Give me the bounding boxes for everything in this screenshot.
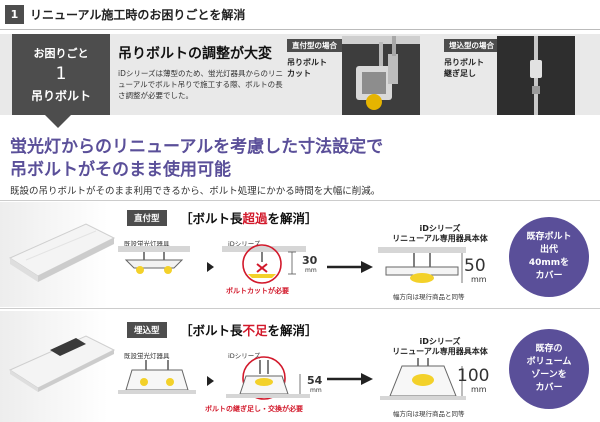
recessed-type-caption: 吊りボルト 継ぎ足し xyxy=(444,57,484,79)
recessed-small-dimension: 54 xyxy=(307,374,323,387)
direct-benefit-line1: 既存ボルト xyxy=(526,232,572,242)
direct-small-dimension: 30 xyxy=(302,254,318,267)
direct-id-line2: リニューアル専用器具本体 xyxy=(392,234,488,243)
direct-caption-line1: 吊りボルト xyxy=(287,58,327,67)
headline-subtext: 既設の吊りボルトがそのまま利用できるから、ボルト処理にかかる時間を大幅に削減。 xyxy=(10,186,381,197)
recessed-row-tag: 埋込型 xyxy=(127,322,167,338)
recessed-row-background xyxy=(0,311,600,422)
problem-description: iDシリーズは薄型のため、蛍光灯器具からのリニューアルでボルト吊りで施工する際、… xyxy=(118,69,283,100)
recessed-step-arrow xyxy=(207,376,214,386)
direct-id-line1: iDシリーズ xyxy=(419,224,461,233)
direct-fixture-image xyxy=(6,218,118,292)
direct-row-tag: 直付型 xyxy=(127,210,167,226)
recessed-benefit-line4: カバー xyxy=(535,383,563,393)
recessed-id-line1: iDシリーズ xyxy=(419,337,461,346)
direct-caption-line2: カット xyxy=(287,69,311,78)
direct-row-title: ［ボルト長超過を解消］ xyxy=(180,208,318,227)
recessed-id-diagram xyxy=(226,352,310,408)
direct-small-unit: mm xyxy=(305,267,317,274)
recessed-id-label: iDシリーズ xyxy=(228,352,261,360)
main-headline: 蛍光灯からのリニューアルを考慮した寸法設定で 吊ボルトがそのまま使用可能 xyxy=(10,136,383,182)
recessed-large-dimension: 100 xyxy=(457,366,490,386)
recessed-caption-line1: 吊りボルト xyxy=(444,58,484,67)
recessed-fixture-image xyxy=(6,330,118,404)
recessed-large-unit: mm xyxy=(471,385,487,394)
direct-type-caption: 吊りボルト カット xyxy=(287,57,327,79)
direct-result-arrow xyxy=(327,258,373,277)
problem-label-topic: 吊りボルト xyxy=(30,89,91,103)
recessed-benefit-line2: ボリューム xyxy=(526,357,572,367)
direct-benefit-line3: 40mmを xyxy=(528,258,570,268)
recessed-type-tag: 埋込型の場合 xyxy=(444,39,499,52)
direct-large-unit: mm xyxy=(471,275,487,284)
direct-title-pre: ［ボルト長 xyxy=(180,211,243,226)
bolt-extension-photo xyxy=(497,36,575,115)
direct-type-tag: 直付型の場合 xyxy=(287,39,342,52)
problem-pointer-arrow xyxy=(45,115,71,128)
problem-title: 吊りボルトの調整が大変 xyxy=(118,46,272,62)
row-divider xyxy=(0,308,600,309)
recessed-width-note: 幅方向は現行商品と同等 xyxy=(393,410,465,418)
direct-row-background xyxy=(0,202,600,307)
recessed-warning: ボルトの継ぎ足し・交換が必要 xyxy=(205,405,303,413)
recessed-result-arrow xyxy=(327,370,373,389)
problem-label-number: 1 xyxy=(55,64,67,84)
recessed-id-series-caption: iDシリーズ リニューアル専用器具本体 xyxy=(380,337,500,357)
recessed-existing-label: 既設蛍光灯器具 xyxy=(124,352,170,360)
direct-existing-label: 既設蛍光灯器具 xyxy=(124,240,170,248)
recessed-new-diagram xyxy=(380,358,466,408)
direct-benefit-circle: 既存ボルト 出代 40mmを カバー xyxy=(509,217,589,297)
section-divider xyxy=(0,200,600,201)
recessed-benefit-circle: 既存の ボリューム ゾーンを カバー xyxy=(509,329,589,409)
recessed-caption-line2: 継ぎ足し xyxy=(444,69,476,78)
direct-warning: ボルトカットが必要 xyxy=(226,287,289,295)
direct-large-dimension: 50 xyxy=(464,256,486,276)
direct-benefit-line2: 出代 xyxy=(539,245,558,255)
header-divider xyxy=(0,29,600,30)
recessed-id-line2: リニューアル専用器具本体 xyxy=(392,347,488,356)
section-title: リニューアル施工時のお困りごとを解消 xyxy=(30,8,246,22)
recessed-small-unit: mm xyxy=(310,387,322,394)
direct-id-series-caption: iDシリーズ リニューアル専用器具本体 xyxy=(380,224,500,244)
direct-title-emphasis: 超過 xyxy=(242,211,268,226)
direct-existing-diagram xyxy=(118,246,190,284)
direct-id-diagram xyxy=(222,240,306,290)
bolt-cut-photo xyxy=(342,36,420,115)
direct-new-diagram xyxy=(378,247,466,291)
problem-label-box: お困りごと 1 吊りボルト xyxy=(12,34,110,115)
recessed-title-pre: ［ボルト長 xyxy=(180,323,243,338)
recessed-title-emphasis: 不足 xyxy=(242,323,268,338)
recessed-benefit-line1: 既存の xyxy=(535,344,563,354)
direct-step-arrow xyxy=(207,262,214,272)
headline-line1: 蛍光灯からのリニューアルを考慮した寸法設定で xyxy=(10,137,384,157)
direct-width-note: 幅方向は現行商品と同等 xyxy=(393,293,465,301)
direct-benefit-line4: カバー xyxy=(535,271,563,281)
headline-line2: 吊ボルトがそのまま使用可能 xyxy=(10,160,231,180)
section-number-badge: 1 xyxy=(5,5,24,24)
recessed-existing-diagram xyxy=(118,360,196,404)
recessed-benefit-line3: ゾーンを xyxy=(531,370,567,380)
recessed-row-title: ［ボルト長不足を解消］ xyxy=(180,320,318,339)
direct-title-post: を解消］ xyxy=(267,211,318,226)
direct-id-label: iDシリーズ xyxy=(228,240,261,248)
recessed-title-post: を解消］ xyxy=(267,323,318,338)
problem-label-heading: お困りごと xyxy=(33,47,89,60)
